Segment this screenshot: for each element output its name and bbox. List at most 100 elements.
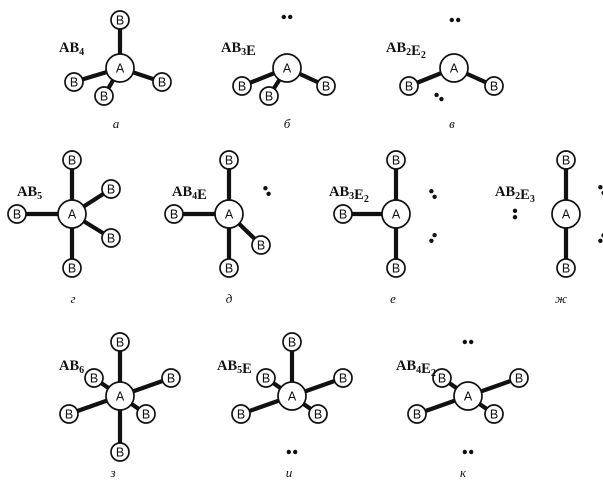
ligand-atom: B: [110, 10, 130, 30]
central-label: A: [562, 208, 571, 222]
ligand-label: B: [339, 372, 347, 386]
lone-pair: [462, 339, 474, 345]
ligand-label: B: [392, 154, 400, 168]
ligand-label: B: [238, 80, 246, 94]
ligand-label: B: [237, 408, 245, 422]
central-atom: A: [381, 199, 411, 229]
lone-pair: [598, 233, 603, 243]
ligand-label: B: [515, 372, 523, 386]
panel-f: B B B A AB3E2 е: [329, 150, 437, 306]
formula-label: AB3E2: [329, 184, 369, 205]
ligand-label: B: [116, 336, 124, 350]
central-label: A: [283, 62, 292, 76]
panel-caption: а: [113, 116, 120, 131]
ligand-atom: B: [161, 368, 181, 388]
lone-pair: [598, 185, 603, 195]
panel-caption: ж: [555, 291, 567, 306]
ligand-label: B: [167, 372, 175, 386]
central-label: A: [288, 390, 297, 404]
central-atom: A: [277, 381, 307, 411]
ligand-atom: B: [84, 368, 104, 388]
central-label: A: [450, 62, 459, 76]
ligand-atom: B: [556, 258, 576, 278]
ligand-atom: B: [251, 235, 271, 255]
ligand-label: B: [68, 154, 76, 168]
ligand-atom: B: [136, 404, 156, 424]
panel-g: B B A AB2E3 ж: [495, 150, 603, 306]
ligand-atom: B: [164, 204, 184, 224]
ligand-label: B: [70, 76, 78, 90]
formula-label: AB5E: [217, 358, 252, 377]
formula-label: AB2E3: [495, 184, 535, 205]
formula-label: AB3E: [221, 40, 256, 59]
central-label: A: [464, 390, 473, 404]
ligand-atom: B: [386, 150, 406, 170]
ligand-label: B: [100, 90, 108, 104]
ligand-atom: B: [556, 150, 576, 170]
central-label: A: [392, 208, 401, 222]
ligand-atom: B: [219, 150, 239, 170]
ligand-label: B: [413, 408, 421, 422]
ligand-atom: B: [219, 258, 239, 278]
ligand-label: B: [116, 446, 124, 460]
ligand-atom: B: [399, 76, 419, 96]
ligand-label: B: [170, 208, 178, 222]
ligand-atom: B: [509, 368, 529, 388]
panel-caption: г: [70, 291, 75, 306]
formula-label: AB4: [59, 40, 84, 58]
panel-caption: е: [390, 291, 396, 306]
lone-pair: [429, 233, 437, 243]
ligand-label: B: [438, 372, 446, 386]
panel-caption: з: [109, 465, 115, 480]
ligand-label: B: [107, 183, 115, 197]
lone-pair: [434, 92, 444, 102]
ligand-atom: B: [256, 368, 276, 388]
panel-caption: и: [286, 465, 293, 480]
ligand-atom: B: [101, 179, 121, 199]
formula-label: AB6: [59, 358, 84, 376]
central-atom: A: [272, 53, 302, 83]
central-atom: A: [57, 199, 87, 229]
central-label: A: [116, 390, 125, 404]
ligand-atom: B: [333, 204, 353, 224]
ligand-label: B: [339, 208, 347, 222]
ligand-atom: B: [386, 258, 406, 278]
ligand-label: B: [225, 154, 233, 168]
lone-pair: [286, 449, 298, 455]
ligand-label: B: [65, 408, 73, 422]
lone-pair: [462, 449, 474, 455]
ligand-label: B: [490, 80, 498, 94]
ligand-label: B: [490, 408, 498, 422]
ligand-atom: B: [308, 404, 328, 424]
ligand-atom: B: [333, 368, 353, 388]
lone-pair: [263, 186, 271, 196]
ligand-atom: B: [64, 72, 84, 92]
ligand-atom: B: [62, 150, 82, 170]
ligand-label: B: [68, 262, 76, 276]
ligand-label: B: [562, 262, 570, 276]
central-atom: A: [214, 199, 244, 229]
ligand-atom: B: [94, 86, 114, 106]
ligand-atom: B: [484, 76, 504, 96]
ligand-atom: B: [316, 76, 336, 96]
ligand-label: B: [562, 154, 570, 168]
ligand-label: B: [13, 208, 21, 222]
ligand-atom: B: [407, 404, 427, 424]
formula-label: AB2E2: [386, 40, 426, 61]
ligand-label: B: [262, 372, 270, 386]
ligand-atom: B: [432, 368, 452, 388]
central-atom: A: [105, 381, 135, 411]
ligand-label: B: [158, 76, 166, 90]
ligand-atom: B: [62, 258, 82, 278]
ligand-label: B: [405, 80, 413, 94]
ligand-label: B: [142, 408, 150, 422]
ligand-atom: B: [7, 204, 27, 224]
ligand-label: B: [322, 80, 330, 94]
ligand-atom: B: [101, 228, 121, 248]
ligand-atom: B: [110, 442, 130, 462]
